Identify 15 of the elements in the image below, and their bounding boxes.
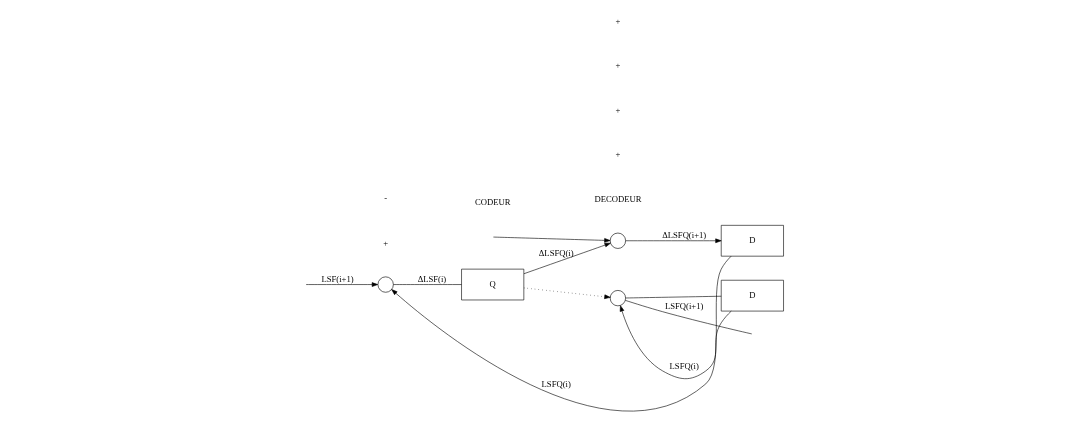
edge-label: ΔLSFQ(i+1) — [661, 230, 706, 241]
edge-label: LSFQ(i) — [669, 360, 699, 371]
label: DECODEUR — [593, 193, 641, 204]
edge-label: LSFQ(i+1) — [664, 301, 703, 312]
label: + — [382, 237, 388, 248]
edge-label: ΔLSFQ(i) — [538, 247, 574, 258]
label: + — [614, 104, 620, 115]
label: + — [614, 149, 620, 160]
edge-label: ΔLSF(i) — [417, 274, 446, 285]
edge-label: LSFQ(i) — [541, 379, 571, 390]
label: + — [614, 16, 620, 27]
edge-label: LSF(i+1) — [320, 274, 354, 285]
label: CODEUR — [474, 197, 510, 208]
label: - — [383, 193, 387, 204]
label: + — [614, 60, 620, 71]
